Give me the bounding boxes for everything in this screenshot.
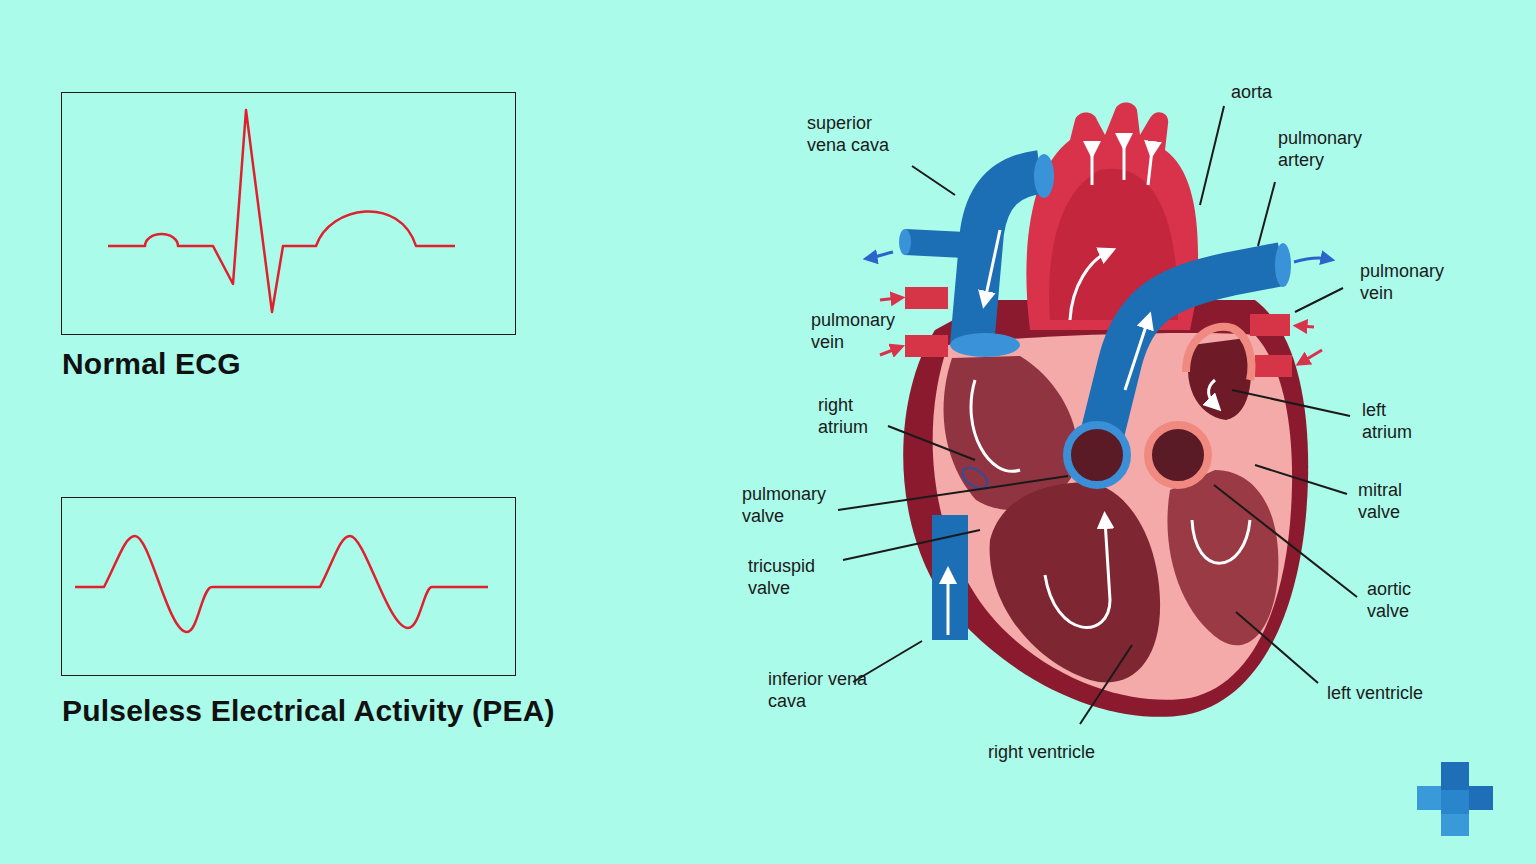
left-atrium-rim	[1186, 327, 1251, 380]
part-label: mitral valve	[1358, 479, 1430, 523]
superior-vena-cava-vessel	[972, 172, 1040, 345]
left-ventricle-chamber	[1167, 470, 1278, 645]
blood-arrow	[1294, 258, 1328, 262]
right-ventricle-chamber	[990, 482, 1160, 682]
part-label: aortic valve	[1367, 578, 1439, 622]
part-label: aorta	[1231, 81, 1272, 103]
part-label: right atrium	[818, 394, 886, 438]
part-label: superior vena cava	[807, 112, 907, 156]
svc-branch-cap	[899, 229, 911, 255]
part-label: left atrium	[1362, 399, 1430, 443]
svc-top-cap	[1034, 154, 1054, 198]
part-label: pulmonary vein	[811, 309, 923, 353]
ecg-caption: Pulseless Electrical Activity (PEA)	[62, 693, 555, 729]
part-label: left ventricle	[1327, 682, 1423, 704]
flow-arrow	[1209, 380, 1215, 405]
part-label: pulmonary vein	[1360, 260, 1472, 304]
normal-ecg-trace	[108, 110, 455, 312]
flow-arrow	[1070, 252, 1108, 320]
svc-branch	[905, 242, 965, 245]
flow-arrow	[985, 230, 1000, 300]
part-label: pulmonary artery	[1278, 127, 1390, 171]
blood-arrow	[1300, 326, 1314, 327]
flow-arrow	[1125, 320, 1148, 390]
pea-ecg-trace	[75, 536, 488, 632]
pulmonary-vein-vessel	[905, 335, 948, 357]
brand-logo	[1417, 762, 1493, 836]
flow-arrow	[1192, 520, 1250, 563]
blood-arrow	[870, 252, 893, 258]
flow-arrow	[1045, 520, 1110, 627]
part-label: right ventricle	[988, 741, 1095, 763]
aortic-valve-ring	[1148, 425, 1208, 485]
part-label: tricuspid valve	[748, 555, 848, 599]
svc-opening	[950, 333, 1020, 357]
pulmonary-valve-ring	[1067, 425, 1127, 485]
ecg-box: Pulseless Electrical Activity (PEA)	[61, 497, 516, 676]
ecg-caption: Normal ECG	[62, 346, 241, 382]
flow-arrow	[947, 575, 950, 635]
pulmonary-artery-cap	[1275, 243, 1291, 287]
pulmonary-vein-vessel	[905, 287, 948, 309]
flow-arrow	[1123, 142, 1126, 180]
flow-arrow	[1148, 150, 1152, 185]
pulmonary-vein-vessel	[1250, 314, 1290, 336]
part-label: inferior vena cava	[768, 668, 868, 712]
flow-arrow	[1091, 150, 1094, 185]
part-label: pulmonary valve	[742, 483, 854, 527]
left-atrium-chamber	[1188, 338, 1251, 420]
pulmonary-vein-vessel	[1255, 355, 1292, 377]
blood-arrow	[880, 348, 898, 355]
blood-arrow	[1302, 350, 1322, 362]
ecg-box: Normal ECG	[61, 92, 516, 335]
leader-lines	[838, 106, 1357, 724]
flow-arrow	[971, 380, 1020, 471]
blood-arrow	[880, 298, 898, 300]
